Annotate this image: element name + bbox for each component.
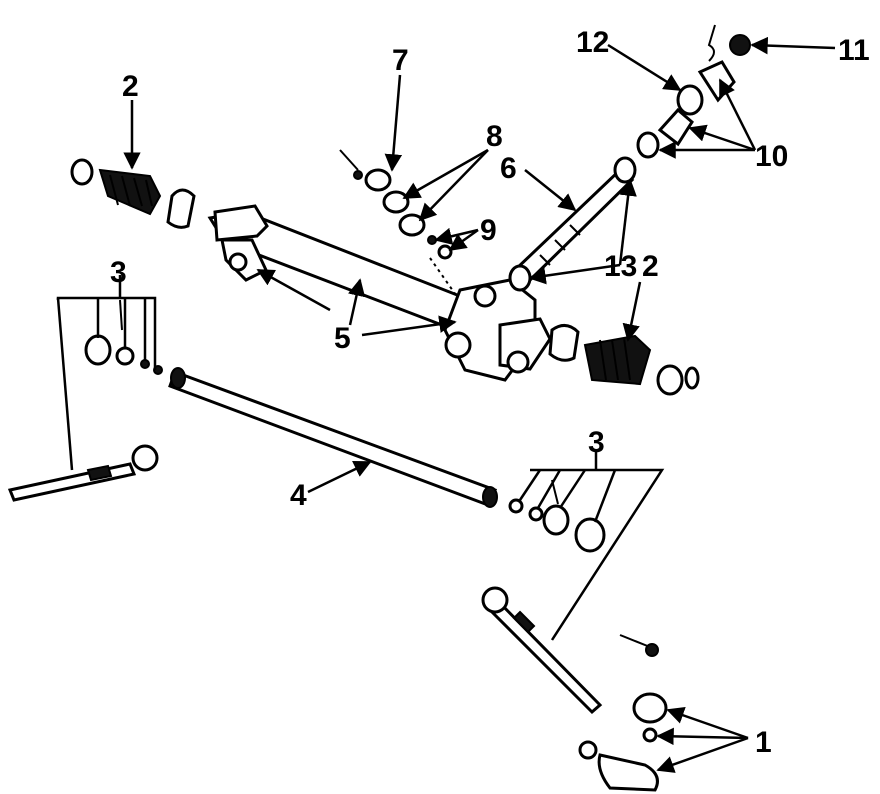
callout-11: 11 <box>838 34 870 67</box>
callout-12: 12 <box>576 26 609 59</box>
callout-5: 5 <box>334 322 351 355</box>
callout-7: 7 <box>392 44 409 77</box>
rack-housing <box>207 204 552 382</box>
outer-tie-rod-end <box>578 634 668 792</box>
inner-tie-rod <box>168 367 498 508</box>
callout-6: 6 <box>500 152 517 185</box>
left-boot-assembly <box>70 158 196 229</box>
callout-3-right: 3 <box>588 426 605 459</box>
callout-3-left: 3 <box>110 256 127 289</box>
callout-2-right: 2 <box>642 250 659 283</box>
right-tie-rod-parts <box>481 479 606 715</box>
callout-10: 10 <box>755 140 788 173</box>
leader-lines <box>56 36 836 773</box>
callout-9: 9 <box>480 214 497 247</box>
callout-2-left: 2 <box>122 70 139 103</box>
adjuster-parts <box>339 149 459 299</box>
callout-8: 8 <box>486 120 503 153</box>
callout-1: 1 <box>755 726 772 759</box>
pinion-assembly <box>508 24 751 292</box>
callout-4: 4 <box>290 479 307 512</box>
left-tie-rod-end <box>7 299 163 502</box>
right-boot-assembly <box>548 324 700 396</box>
callout-13: 13 <box>604 250 637 283</box>
